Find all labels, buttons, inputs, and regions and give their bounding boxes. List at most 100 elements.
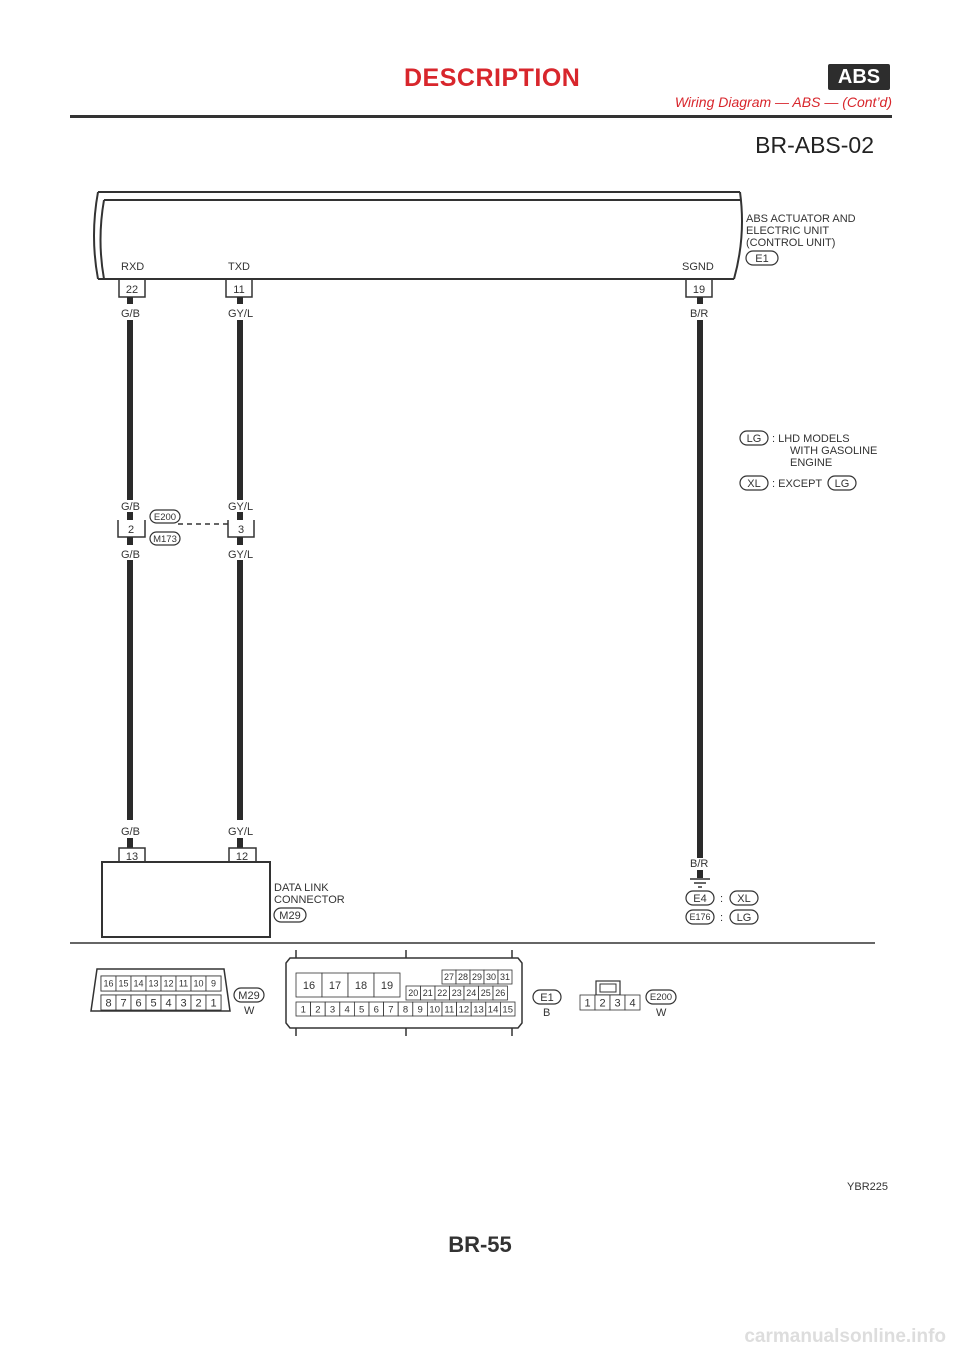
ground-ref-sep: : (720, 893, 723, 905)
legend-tag (739, 475, 769, 491)
pin-cell-number: 9 (211, 979, 216, 989)
ground-ref-id: E176 (689, 912, 710, 922)
ground-ref-id: E4 (693, 893, 706, 905)
pin-cell-number: 13 (148, 979, 158, 989)
pin-cell-number: 4 (629, 997, 635, 1009)
legend-tag-text: LG (835, 478, 850, 490)
ground-symbol (690, 878, 710, 888)
pin-cell-number: 8 (403, 1004, 408, 1015)
pin-cell-number: 10 (193, 979, 203, 989)
watermark: carmanualsonline.info (744, 1326, 946, 1347)
pin-cell-number: 6 (374, 1004, 379, 1015)
diagram-id: BR-ABS-02 (755, 132, 874, 158)
pin-cell-number: 31 (500, 972, 510, 982)
pin-number: 22 (126, 284, 138, 296)
connector-tag (729, 909, 759, 925)
pin-cell (373, 972, 401, 998)
data-link-connector-id: M29 (279, 910, 300, 922)
e1-view-id: E1 (540, 992, 553, 1004)
pin-cell-number: 10 (429, 1004, 440, 1015)
e1-view-color: B (543, 1007, 550, 1019)
pin-cell-number: 23 (452, 988, 462, 998)
wire-color-label: G/B (121, 308, 140, 320)
legend-tag-text: LG (747, 433, 762, 445)
legend-text: ENGINE (790, 457, 832, 469)
pin-cell-number: 15 (118, 979, 128, 989)
wire-color-label: GY/L (228, 308, 253, 320)
wire-color-label: G/B (121, 826, 140, 838)
legend-tag-text: XL (747, 478, 760, 490)
legend-tag (827, 475, 857, 491)
section-title: DESCRIPTION (404, 64, 581, 92)
section-subtitle: Wiring Diagram — ABS — (Cont’d) (674, 94, 892, 110)
ground-ref-cond: XL (737, 893, 750, 905)
pin-cell (295, 972, 323, 998)
data-link-label: DATA LINK (274, 882, 329, 894)
pin-cell-number: 26 (495, 988, 505, 998)
legend-text: WITH GASOLINE (790, 445, 877, 457)
abs-unit-label: (CONTROL UNIT) (746, 237, 835, 249)
pin-cell-number: 6 (135, 997, 141, 1009)
pin-cell-number: 27 (444, 972, 454, 982)
pin-cell-number: 7 (388, 1004, 393, 1015)
pin-cell-number: 1 (210, 997, 216, 1009)
abs-pin-name: SGND (682, 261, 714, 273)
pin-cell-number: 2 (599, 997, 605, 1009)
abs-pin-name: TXD (228, 261, 250, 273)
abs-unit-label: ELECTRIC UNIT (746, 225, 829, 237)
connector-view-e200 (595, 980, 621, 996)
joint-connector-top: E200 (154, 512, 176, 523)
connector-tag (532, 989, 562, 1005)
pin-cell-number: 5 (359, 1004, 364, 1015)
pin-cell-number: 11 (179, 979, 188, 989)
pin-cell-number: 2 (315, 1004, 320, 1015)
wire-color-label: GY/L (228, 501, 253, 513)
pin-cell-number: 3 (330, 1004, 335, 1015)
e200-view-id: E200 (650, 992, 672, 1003)
pin-cell-number: 17 (329, 980, 341, 992)
pin-cell-number: 19 (381, 980, 393, 992)
connector-tag (149, 531, 181, 546)
legend-text: : EXCEPT (772, 478, 822, 490)
joint-pin-number: 3 (238, 524, 244, 536)
pin-cell (347, 972, 375, 998)
m29-view-color: W (244, 1005, 255, 1017)
pin-box (118, 280, 713, 298)
pin-cell-number: 29 (472, 972, 482, 982)
pin-cell-number: 3 (614, 997, 620, 1009)
pin-cell-number: 3 (180, 997, 186, 1009)
pin-row: 27 28 29 30 31 (441, 969, 513, 985)
legend-text: : LHD MODELS (772, 433, 850, 445)
pin-cell-number: 18 (355, 980, 367, 992)
pin-cell (492, 985, 508, 1001)
pin-cell (205, 994, 222, 1011)
pin-cell-number: 1 (584, 997, 590, 1009)
ground-ref-sep: : (720, 912, 723, 924)
pin-cell-number: 16 (303, 980, 315, 992)
pin-number: 12 (236, 851, 248, 863)
pin-cell (321, 972, 349, 998)
pin-cell-number: 1 (301, 1004, 306, 1015)
pin-cell-number: 28 (458, 972, 468, 982)
pin-cell-number: 20 (408, 988, 418, 998)
pin-cell (624, 994, 641, 1011)
figure-code: YBR225 (847, 1181, 888, 1193)
wire-color-label: GY/L (228, 549, 253, 561)
pin-cell-number: 30 (486, 972, 496, 982)
connector-tag (645, 989, 677, 1005)
pin-cell-number: 2 (195, 997, 201, 1009)
abs-unit-box (93, 191, 743, 280)
pin-row: 16 17 18 19 (295, 972, 401, 998)
abs-pin-name: RXD (121, 261, 144, 273)
pin-cell-number: 24 (466, 988, 476, 998)
connector-tag (729, 890, 759, 906)
joint-pin-number: 2 (128, 524, 134, 536)
connector-tag (685, 909, 715, 925)
wire-color-label: B/R (690, 308, 708, 320)
pin-cell-number: 4 (165, 997, 171, 1009)
wire-color-label: GY/L (228, 826, 253, 838)
